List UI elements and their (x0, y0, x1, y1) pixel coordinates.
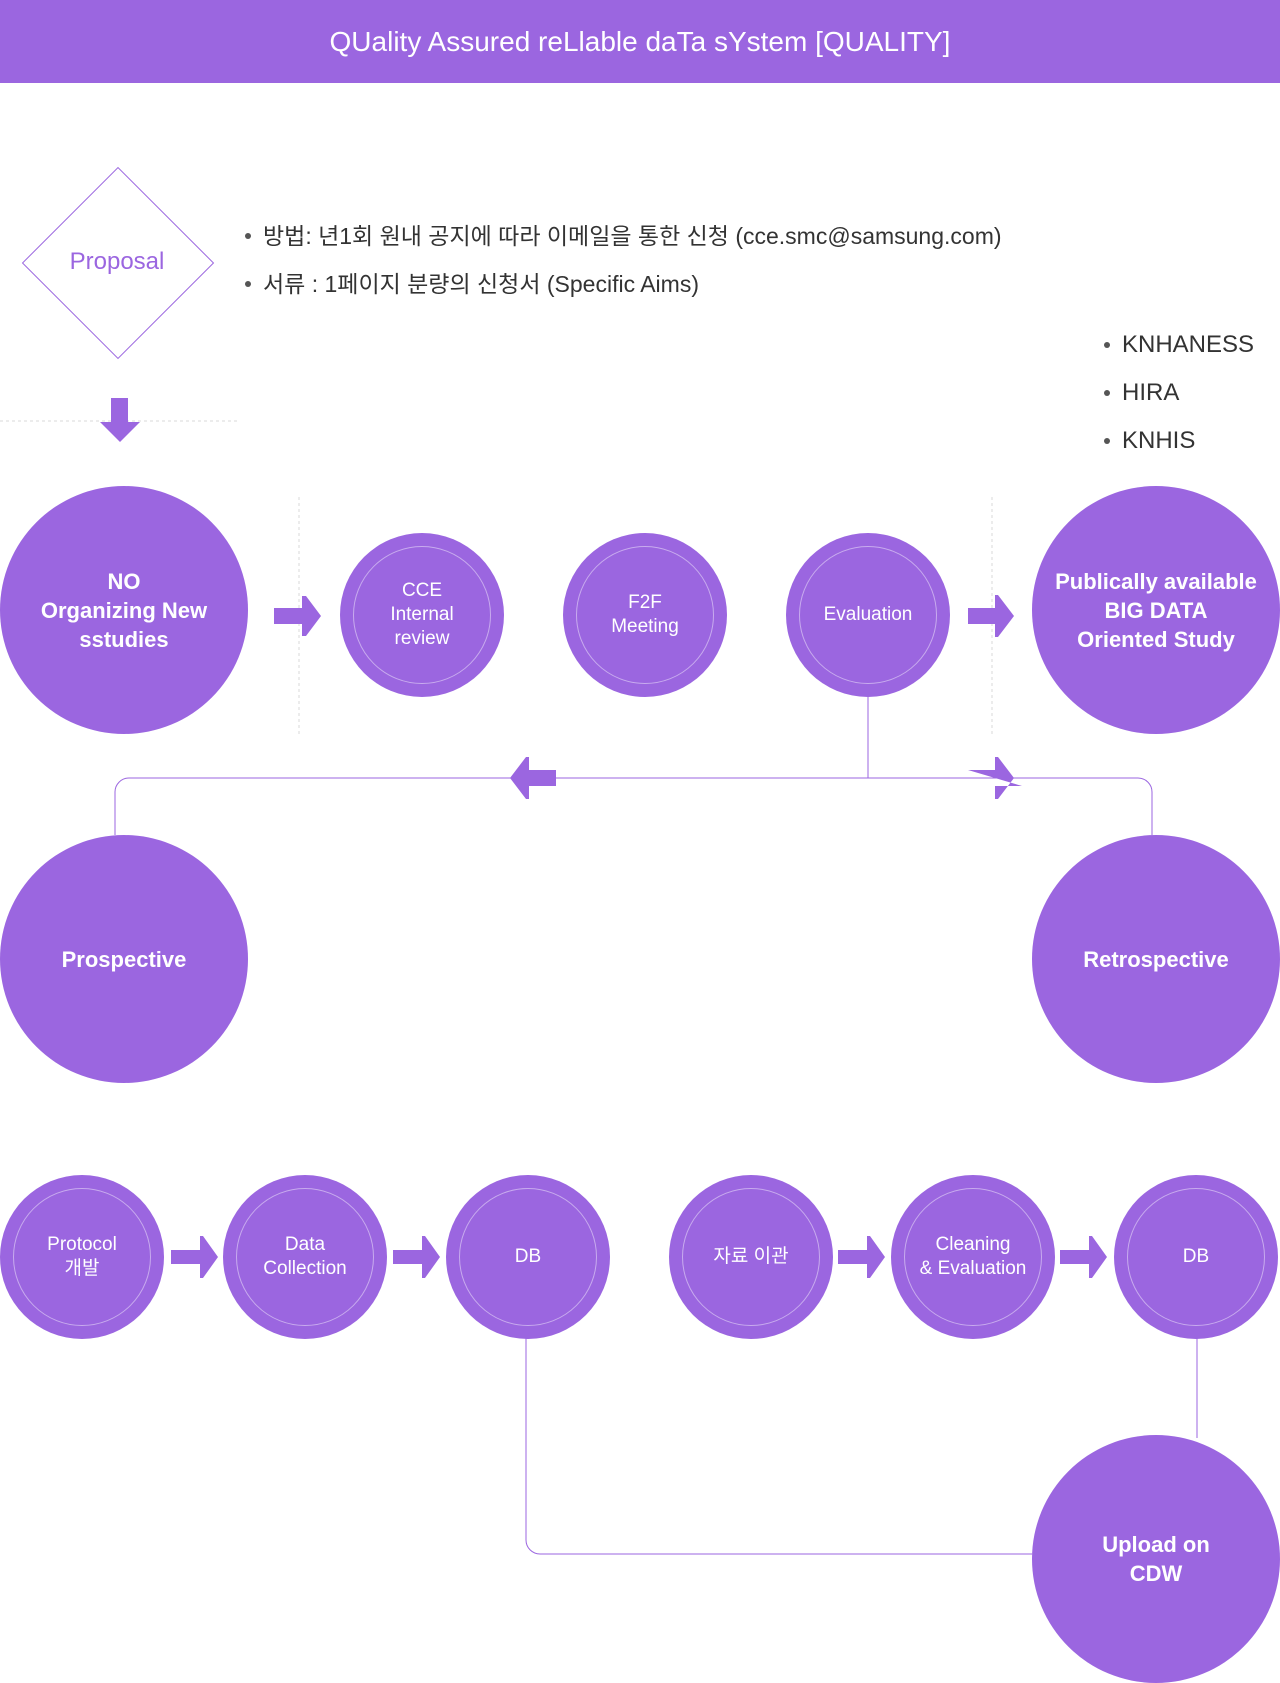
data-sources-list: KNHANESS HIRA KNHIS (1102, 331, 1254, 475)
node-label: CCE Internal review (390, 580, 454, 649)
node-label: DB (514, 1246, 542, 1267)
bullet-documents: 서류 : 1페이지 분량의 신청서 (Specific Aims) (243, 270, 1002, 318)
node-cce-review: CCE Internal review (340, 533, 504, 697)
bullet-method: 방법: 년1회 원내 공지에 따라 이메일을 통한 신청 (cce.smc@sa… (243, 222, 1002, 270)
node-db-right: DB (1114, 1175, 1278, 1339)
node-label: Retrospective (1083, 946, 1229, 972)
node-label: Protocol 개발 (47, 1234, 117, 1279)
node-label: DB (1182, 1246, 1210, 1267)
arrow-right-icon (968, 757, 1022, 799)
arrow-right-icon (393, 1236, 440, 1278)
arrow-left-icon (510, 757, 556, 799)
source-knhaness: KNHANESS (1102, 331, 1254, 379)
node-cleaning: Cleaning & Evaluation (891, 1175, 1055, 1339)
split-line (114, 777, 1153, 835)
proposal-diamond: Proposal (21, 166, 215, 360)
node-label: Evaluation (823, 604, 913, 625)
source-knhis: KNHIS (1102, 427, 1254, 475)
arrow-right-icon (838, 1236, 885, 1278)
arrow-right-icon (968, 595, 1014, 637)
node-retrospective: Retrospective (1032, 835, 1280, 1083)
node-label: Data Collection (263, 1234, 347, 1279)
node-data-transfer: 자료 이관 (669, 1175, 833, 1339)
arrow-right-icon (1060, 1236, 1107, 1278)
node-db-left: DB (446, 1175, 610, 1339)
node-label: Upload on CDW (1102, 1532, 1210, 1586)
arrow-down-icon (100, 398, 140, 442)
node-label: 자료 이관 (713, 1246, 789, 1267)
arrow-right-icon (274, 596, 321, 636)
node-label: F2F Meeting (611, 592, 679, 637)
node-upload-cdw: Upload on CDW (1032, 1435, 1280, 1683)
node-big-data: Publically available BIG DATA Oriented S… (1032, 486, 1280, 734)
node-no-organizing: NO Organizing New sstudies (0, 486, 248, 734)
node-label: Publically available BIG DATA Oriented S… (1055, 568, 1257, 652)
node-prospective: Prospective (0, 835, 248, 1083)
node-label: Cleaning & Evaluation (919, 1234, 1027, 1279)
header-bar: QUality Assured reLlable daTa sYstem [QU… (0, 0, 1280, 83)
node-data-collection: Data Collection (223, 1175, 387, 1339)
arrow-right-icon (171, 1236, 218, 1278)
node-protocol: Protocol 개발 (0, 1175, 164, 1339)
proposal-label: Proposal (69, 248, 165, 275)
source-hira: HIRA (1102, 379, 1254, 427)
node-evaluation: Evaluation (786, 533, 950, 697)
node-f2f-meeting: F2F Meeting (563, 533, 727, 697)
connector-lines (114, 697, 1198, 1555)
node-label: Prospective (61, 946, 187, 972)
proposal-bullets: 방법: 년1회 원내 공지에 따라 이메일을 통한 신청 (cce.smc@sa… (243, 222, 1002, 318)
db-to-cdw-line (525, 1337, 1032, 1555)
page-title: QUality Assured reLlable daTa sYstem [QU… (329, 25, 951, 57)
node-label: NO Organizing New sstudies (40, 568, 208, 652)
